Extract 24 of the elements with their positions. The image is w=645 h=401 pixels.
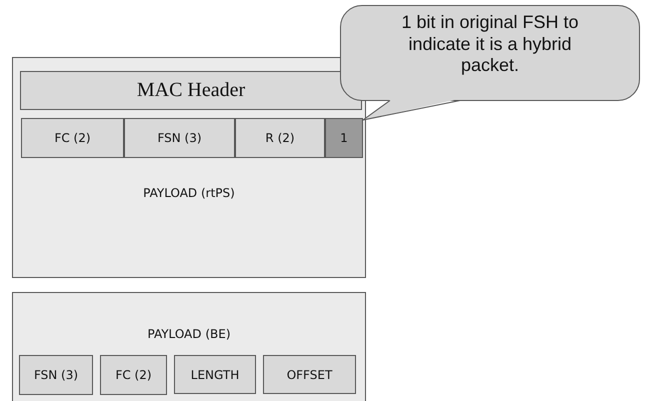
hybrid-flag-field	[325, 118, 363, 158]
leader-line	[362, 100, 390, 120]
mac-header-box	[20, 71, 362, 110]
callout-text: 1 bit in original FSH to indicate it is a hybrid packet.	[400, 12, 580, 77]
field-label: OFFSET	[286, 368, 332, 382]
header-field	[235, 118, 325, 158]
field-label: FSN (3)	[157, 131, 202, 145]
field-label: FSN (3)	[34, 368, 78, 382]
field-label: LENGTH	[190, 368, 240, 382]
header-field	[21, 118, 124, 158]
header-field	[19, 355, 93, 395]
header-field	[100, 355, 167, 395]
field-label: FC (2)	[115, 368, 152, 382]
header-field	[174, 355, 256, 394]
field-label: FC (2)	[54, 131, 91, 145]
section-label: PAYLOAD (BE)	[146, 327, 232, 341]
field-label: MAC Header	[136, 79, 246, 102]
section-label: PAYLOAD (rtPS)	[142, 186, 236, 200]
payload-section	[12, 292, 366, 401]
header-field	[263, 355, 356, 394]
field-label: R (2)	[265, 131, 295, 145]
payload-section	[12, 57, 366, 278]
header-field	[124, 118, 235, 158]
field-label: 1	[340, 131, 348, 145]
